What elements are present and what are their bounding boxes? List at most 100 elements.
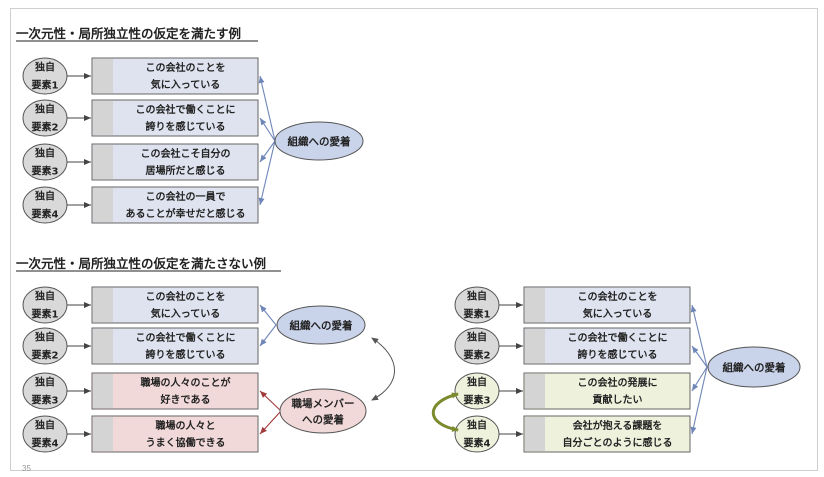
item-label: この会社の一員で <box>146 190 226 203</box>
item-label: 職場の人々と <box>156 419 216 432</box>
item-label: 好きである <box>160 393 211 406</box>
item-box <box>523 372 691 410</box>
factor-loading-arrow <box>690 366 708 435</box>
unique-element-label: 独自 <box>35 147 55 160</box>
unique-element-label: 要素4 <box>32 208 59 221</box>
item-label: 気に入っている <box>150 307 221 320</box>
unique-element-label: 要素2 <box>464 349 491 362</box>
unique-element-label: 要素1 <box>32 79 59 92</box>
item-box-shade <box>525 329 545 363</box>
factor-oval-red <box>279 388 367 434</box>
item-box-shade <box>93 188 113 222</box>
item-box <box>91 57 259 95</box>
unique-element-label: 独自 <box>467 419 487 432</box>
unique-element-label: 要素4 <box>464 437 491 450</box>
unique-element-label: 要素3 <box>32 165 59 178</box>
factor-oval <box>274 121 364 161</box>
heading-not-satisfy: 一次元性・局所独立性の仮定を満たさない例 <box>16 256 266 271</box>
unique-element-label: 独自 <box>35 103 55 116</box>
item-box <box>91 99 259 137</box>
item-box <box>523 415 691 453</box>
item-label: 誇りを感じている <box>146 120 226 133</box>
unique-element-label: 要素3 <box>32 394 59 407</box>
unique-element-label: 独自 <box>35 376 55 389</box>
item-label: 会社が抱える課題を <box>573 419 663 432</box>
item-label: 居場所だと感じる <box>146 164 226 177</box>
item-label: 気に入っている <box>150 78 221 91</box>
factor-correlation-arrow <box>371 337 395 401</box>
unique-element-label: 要素2 <box>32 121 59 134</box>
residual-correlation-arrow <box>431 392 459 432</box>
page-number: 35 <box>22 464 31 473</box>
factor-loading-arrow <box>691 345 708 368</box>
item-box-shade <box>93 417 113 451</box>
item-box <box>91 372 259 410</box>
factor-loading-arrow <box>259 410 282 435</box>
item-label: 貢献したい <box>593 393 643 406</box>
factor-loading-arrow <box>259 304 277 326</box>
unique-element-label: 独自 <box>35 290 55 303</box>
unique-element-label: 独自 <box>35 190 55 203</box>
unique-element-label: 独自 <box>35 419 55 432</box>
item-box <box>91 143 259 181</box>
factor-oval-label: 組織への愛着 <box>290 319 353 332</box>
unique-element-label: 独自 <box>35 331 55 344</box>
heading-satisfy: 一次元性・局所独立性の仮定を満たす例 <box>16 26 241 41</box>
item-label: この会社のことを <box>578 290 658 303</box>
factor-oval-label: 組織への愛着 <box>288 135 351 148</box>
item-box <box>523 286 691 324</box>
item-label: この会社の発展に <box>578 376 658 389</box>
item-label: 職場の人々のことが <box>141 376 232 389</box>
item-box-shade <box>525 417 545 451</box>
item-label: この会社で働くことに <box>136 103 236 116</box>
item-label: この会社のことを <box>146 61 226 74</box>
item-box-shade <box>525 374 545 408</box>
unique-element-label: 独自 <box>467 331 487 344</box>
factor-oval-red-label: への愛着 <box>302 413 344 426</box>
item-label: 誇りを感じている <box>146 348 226 361</box>
item-box-shade <box>93 374 113 408</box>
item-box <box>91 415 259 453</box>
factor-oval <box>707 346 801 388</box>
item-box <box>523 327 691 365</box>
item-box-shade <box>525 288 545 322</box>
factor-oval-red-label: 職場メンバー <box>292 397 355 410</box>
factor-loading-arrow <box>259 390 282 412</box>
factor-loading-arrow <box>259 117 276 142</box>
item-label: 自分ごとのように感じる <box>563 436 673 449</box>
factor-loading-arrow <box>259 324 277 347</box>
factor-loading-arrow <box>258 75 276 142</box>
factor-loading-arrow <box>259 140 276 163</box>
item-label: この会社のことを <box>146 290 226 303</box>
item-label: この会社で働くことに <box>136 331 236 344</box>
factor-loading-arrow <box>690 304 708 368</box>
item-label: うまく協働できる <box>146 436 226 449</box>
item-box-shade <box>93 101 113 135</box>
slide-frame <box>10 8 818 471</box>
item-label: この会社で働くことに <box>568 331 668 344</box>
item-box-shade <box>93 145 113 179</box>
item-label: 気に入っている <box>582 307 653 320</box>
item-box-shade <box>93 59 113 93</box>
factor-oval <box>276 305 366 345</box>
item-label: あることが幸せだと感じる <box>126 207 246 220</box>
unique-element-label: 要素1 <box>32 308 59 321</box>
item-box <box>91 286 259 324</box>
item-box <box>91 327 259 365</box>
item-box-shade <box>93 288 113 322</box>
unique-element-label: 要素3 <box>464 394 491 407</box>
unique-element-label: 独自 <box>35 61 55 74</box>
unique-element-label: 要素2 <box>32 349 59 362</box>
item-box-shade <box>93 329 113 363</box>
unique-element-label: 要素1 <box>464 308 491 321</box>
factor-oval-label: 組織への愛着 <box>723 361 786 374</box>
unique-element-label: 独自 <box>467 290 487 303</box>
factor-loading-arrow <box>691 366 708 392</box>
factor-loading-arrow <box>258 140 276 206</box>
unique-element-label: 要素4 <box>32 437 59 450</box>
item-label: この会社こそ自分の <box>141 147 231 160</box>
item-box <box>91 186 259 224</box>
item-label: 誇りを感じている <box>578 348 658 361</box>
unique-element-label: 独自 <box>467 376 487 389</box>
